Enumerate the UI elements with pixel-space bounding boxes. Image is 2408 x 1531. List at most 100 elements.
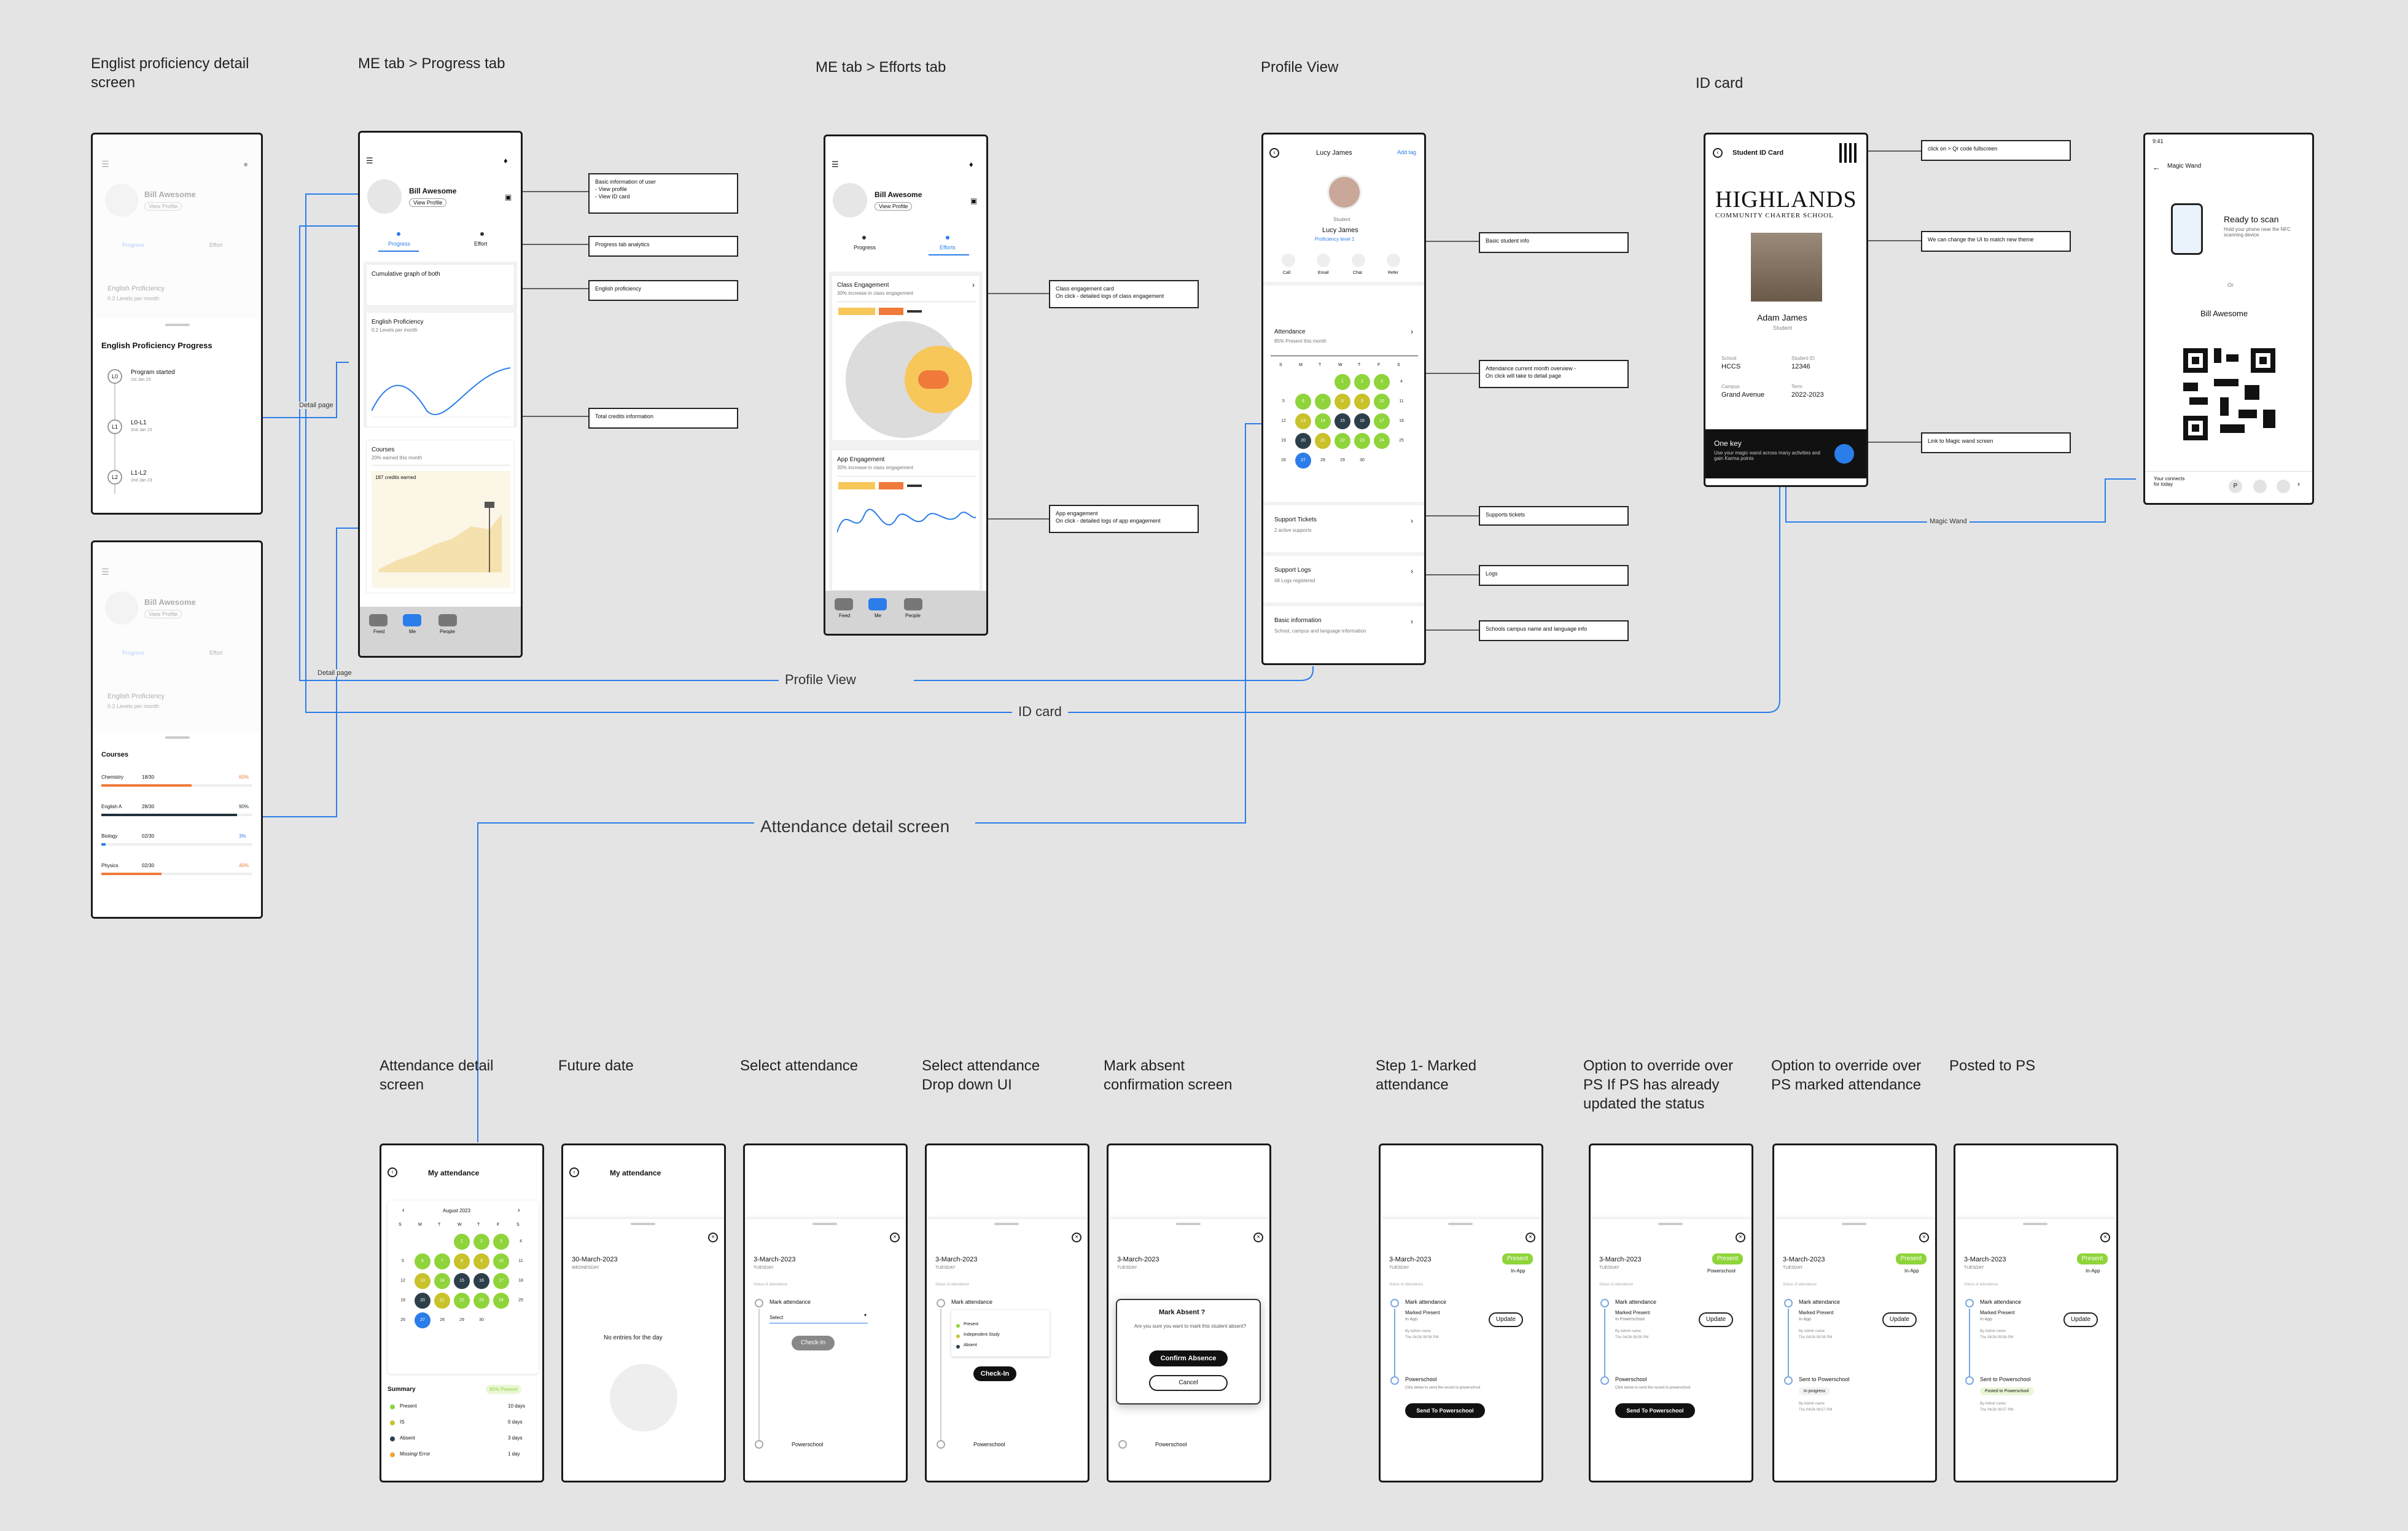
menu-icon[interactable]: ☰ bbox=[366, 156, 373, 165]
calendar-day[interactable]: 9 bbox=[1354, 394, 1370, 410]
calendar-day[interactable]: 14 bbox=[434, 1273, 450, 1289]
calendar-day[interactable]: 28 bbox=[440, 1318, 445, 1322]
refer-icon[interactable] bbox=[1387, 254, 1400, 267]
tab-efforts[interactable]: Efforts bbox=[940, 244, 956, 251]
calendar-day[interactable]: 13 bbox=[1295, 413, 1311, 429]
calendar-day[interactable]: 6 bbox=[415, 1253, 431, 1269]
courses-card[interactable]: Courses 20% earned this month 187 credit… bbox=[366, 440, 515, 593]
back-icon[interactable]: ‹ bbox=[569, 1167, 579, 1177]
email-icon[interactable] bbox=[1317, 254, 1330, 267]
calendar-day[interactable]: 5 bbox=[402, 1259, 404, 1263]
connect-icon-scan[interactable] bbox=[2277, 480, 2290, 493]
checkin-button[interactable]: Check-In bbox=[792, 1336, 835, 1350]
calendar-day[interactable]: 25 bbox=[1399, 438, 1404, 443]
sheet-handle[interactable] bbox=[1176, 1223, 1201, 1225]
people-icon[interactable] bbox=[438, 614, 457, 626]
calendar-day[interactable]: 26 bbox=[1281, 458, 1286, 462]
action-label[interactable]: Call bbox=[1283, 271, 1291, 275]
calendar-day[interactable]: 17 bbox=[1374, 413, 1390, 429]
tab-progress[interactable]: Progress bbox=[388, 241, 411, 247]
send-to-powerschool-button[interactable]: Send To Powerschool bbox=[1615, 1403, 1695, 1418]
calendar-day[interactable]: 22 bbox=[454, 1293, 470, 1309]
avatar[interactable] bbox=[367, 179, 402, 214]
calendar-day[interactable]: 8 bbox=[454, 1253, 470, 1269]
calendar-day[interactable]: 26 bbox=[400, 1318, 405, 1322]
nav-feed[interactable]: Feed bbox=[373, 629, 385, 634]
calendar-day[interactable]: 19 bbox=[1281, 438, 1286, 443]
tab-effort[interactable]: Effort bbox=[474, 241, 488, 247]
calendar-day[interactable]: 22 bbox=[1335, 433, 1350, 449]
calendar-day[interactable]: 23 bbox=[473, 1293, 489, 1309]
chevron-right-icon[interactable]: › bbox=[2297, 480, 2300, 488]
update-button[interactable]: Update bbox=[1699, 1312, 1733, 1327]
close-icon[interactable]: × bbox=[1736, 1233, 1745, 1242]
support-tickets-title[interactable]: Support Tickets bbox=[1274, 516, 1317, 523]
calendar-day[interactable]: 16 bbox=[1354, 413, 1370, 429]
calendar-day[interactable]: 20 bbox=[1295, 433, 1311, 449]
tab-progress[interactable]: Progress bbox=[854, 244, 876, 251]
calendar-day[interactable]: 21 bbox=[434, 1293, 450, 1309]
nav-people[interactable]: People bbox=[440, 629, 455, 634]
sheet-handle[interactable] bbox=[165, 324, 190, 326]
connect-icon-calendar[interactable] bbox=[2253, 480, 2267, 493]
calendar-day[interactable]: 7 bbox=[434, 1253, 450, 1269]
feed-icon[interactable] bbox=[835, 598, 853, 610]
action-label[interactable]: Chat bbox=[1353, 271, 1362, 275]
calendar-day[interactable]: 3 bbox=[1374, 374, 1390, 390]
calendar-day[interactable]: 2 bbox=[1354, 374, 1370, 390]
calendar-day[interactable]: 13 bbox=[415, 1273, 431, 1289]
nav-me[interactable]: Me bbox=[875, 613, 882, 618]
menu-icon[interactable]: ☰ bbox=[832, 160, 839, 169]
qr-code-icon[interactable] bbox=[1839, 143, 1859, 163]
calendar-day[interactable]: 24 bbox=[493, 1293, 509, 1309]
connect-icon-p[interactable]: P bbox=[2229, 480, 2242, 493]
calendar-day[interactable]: 16 bbox=[473, 1273, 489, 1289]
nav-me[interactable]: Me bbox=[409, 629, 416, 634]
view-profile-button[interactable]: View Profile bbox=[409, 198, 447, 207]
calendar-day[interactable]: 30 bbox=[479, 1318, 484, 1322]
me-icon[interactable] bbox=[868, 598, 887, 610]
update-button[interactable]: Update bbox=[1882, 1312, 1917, 1327]
calendar-day[interactable]: 23 bbox=[1354, 433, 1370, 449]
calendar-day[interactable]: 25 bbox=[518, 1298, 523, 1303]
calendar-day[interactable]: 3 bbox=[493, 1234, 509, 1250]
send-to-powerschool-button[interactable]: Send To Powerschool bbox=[1405, 1403, 1485, 1418]
calendar-day[interactable]: 28 bbox=[1320, 458, 1325, 462]
close-icon[interactable]: × bbox=[2100, 1233, 2110, 1242]
back-icon[interactable]: ‹ bbox=[1713, 148, 1723, 158]
proficiency-level[interactable]: Proficiency level 1 bbox=[1315, 236, 1355, 242]
calendar-day[interactable]: 21 bbox=[1315, 433, 1331, 449]
sheet-handle[interactable] bbox=[1448, 1223, 1473, 1225]
back-arrow-icon[interactable]: ← bbox=[2153, 163, 2161, 172]
next-month-icon[interactable]: › bbox=[518, 1207, 520, 1214]
basic-info-title[interactable]: Basic information bbox=[1274, 617, 1322, 624]
sheet-handle[interactable] bbox=[812, 1223, 837, 1225]
close-icon[interactable]: × bbox=[1253, 1233, 1263, 1242]
close-icon[interactable]: × bbox=[1072, 1233, 1081, 1242]
update-button[interactable]: Update bbox=[2063, 1312, 2098, 1327]
calendar-day[interactable]: 14 bbox=[1315, 413, 1331, 429]
chat-icon[interactable] bbox=[1352, 254, 1365, 267]
checkin-button[interactable]: Check-In bbox=[973, 1366, 1016, 1381]
calendar-day[interactable]: 27 bbox=[415, 1312, 431, 1328]
calendar-day[interactable]: 29 bbox=[1340, 458, 1345, 462]
sheet-handle[interactable] bbox=[165, 736, 190, 739]
sheet-handle[interactable] bbox=[1842, 1223, 1866, 1225]
calendar-day[interactable]: 17 bbox=[493, 1273, 509, 1289]
calendar-day[interactable]: 4 bbox=[1400, 380, 1403, 384]
sheet-handle[interactable] bbox=[1658, 1223, 1683, 1225]
cumulative-card[interactable]: Cumulative graph of both bbox=[366, 264, 515, 306]
id-card-icon[interactable]: ▣ bbox=[970, 197, 978, 205]
close-icon[interactable]: × bbox=[708, 1233, 718, 1242]
id-card-icon[interactable]: ▣ bbox=[505, 193, 512, 201]
calendar-day[interactable]: 4 bbox=[520, 1239, 522, 1244]
calendar-day[interactable]: 7 bbox=[1315, 394, 1331, 410]
support-logs-title[interactable]: Support Logs bbox=[1274, 567, 1311, 574]
sheet-handle[interactable] bbox=[631, 1223, 655, 1225]
attendance-select[interactable]: Select bbox=[770, 1310, 868, 1323]
bell-icon[interactable]: ♦ bbox=[969, 160, 973, 169]
app-engagement-card[interactable]: App Engagement 30% increase in class eng… bbox=[832, 450, 980, 591]
close-icon[interactable]: × bbox=[1919, 1233, 1929, 1242]
calendar-day[interactable]: 12 bbox=[1281, 419, 1286, 423]
